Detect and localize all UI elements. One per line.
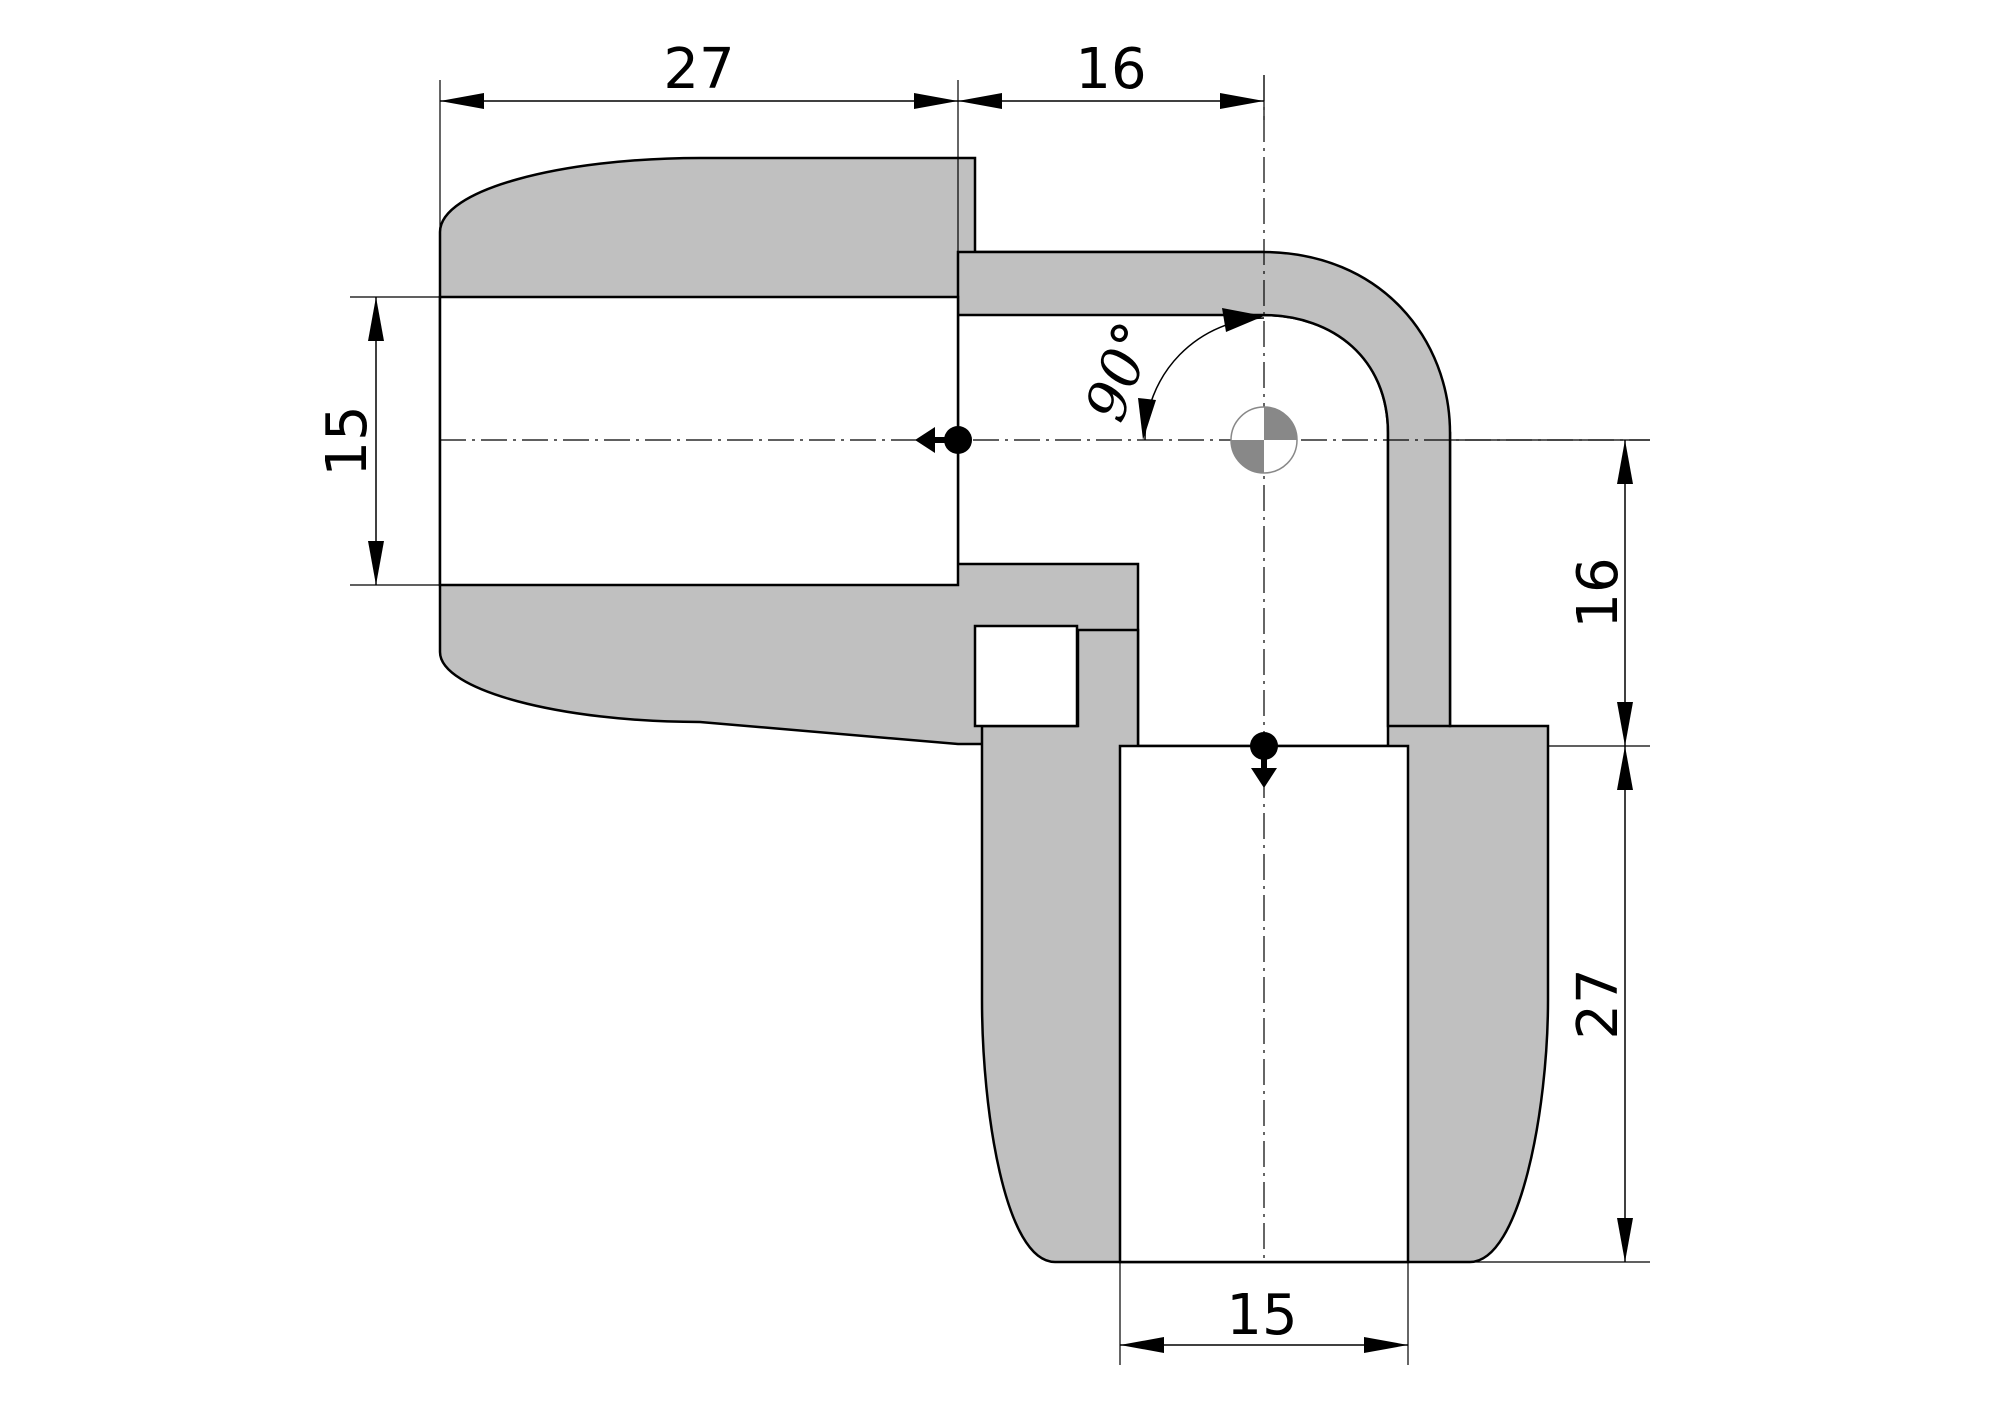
dim-label-top-length: 27 (663, 37, 734, 102)
dim-label-left-diameter: 15 (315, 405, 380, 476)
center-of-mass-symbol (1230, 406, 1298, 474)
angle-label: 90° (1073, 314, 1168, 430)
dim-label-top-offset: 16 (1075, 37, 1146, 102)
bottom-dimension: 15 (1119, 1262, 1409, 1365)
dim-label-right-offset: 16 (1566, 557, 1631, 628)
port-marker-bottom (1250, 732, 1278, 788)
left-dimension: 15 (315, 296, 440, 586)
notch (973, 624, 1079, 728)
center-lines (440, 75, 1650, 1262)
dim-label-right-length: 27 (1566, 968, 1631, 1039)
top-dimensions: 27 16 (439, 37, 1265, 300)
fitting-body (438, 156, 1550, 1264)
dim-label-bottom-diameter: 15 (1226, 1283, 1297, 1348)
left-bore (438, 295, 960, 587)
elbow-tube (956, 250, 1452, 728)
right-dimensions: 16 27 (1450, 439, 1650, 1263)
angle-dimension: 90° (1073, 308, 1265, 441)
port-marker-left (915, 426, 972, 454)
